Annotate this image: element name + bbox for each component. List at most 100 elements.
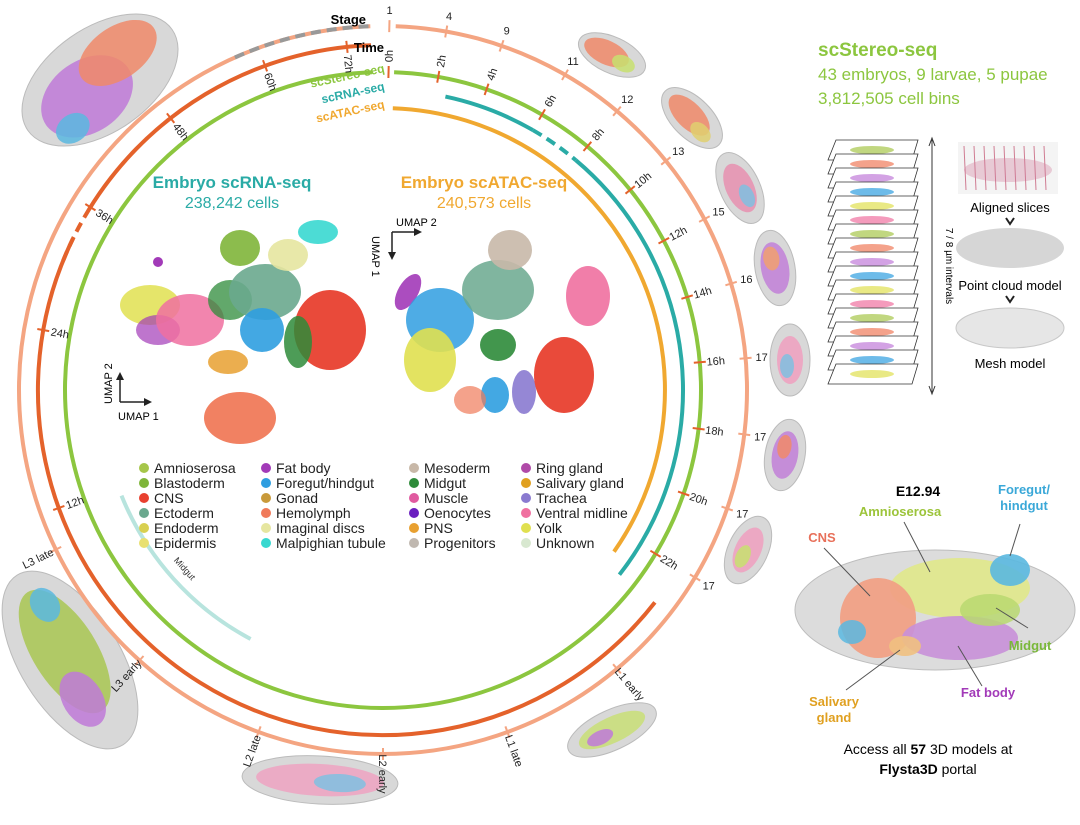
legend-swatch (521, 523, 531, 533)
legend-swatch (409, 463, 419, 473)
scatac-clusters (389, 230, 610, 414)
time-label: 60h (261, 71, 279, 92)
slice-tissue (850, 272, 894, 280)
legend-label: CNS (154, 490, 184, 506)
legend-swatch (409, 508, 419, 518)
scstereo-ring (65, 72, 701, 708)
scrna-umap1-label: UMAP 1 (118, 411, 159, 423)
aligned-slices-image (958, 142, 1058, 194)
time-tick (693, 428, 705, 430)
stage-label: 16 (740, 274, 752, 286)
legend-label: Salivary gland (536, 475, 624, 491)
legend-label: Midgut (424, 475, 466, 491)
slice-stack (828, 140, 918, 384)
slice-tissue (850, 216, 894, 224)
stage-label: L2 early (376, 754, 388, 794)
legend-label: Mesoderm (424, 460, 490, 476)
model-label-gland: gland (817, 710, 852, 725)
stage-label: 12 (621, 94, 633, 106)
thumbnail-embryo-stage-12 (651, 77, 733, 159)
point-cloud-shape (956, 228, 1064, 268)
time-label: 12h (667, 224, 689, 243)
slice-interval-label: 7 / 8 µm intervals (943, 228, 954, 304)
stage-label: 17 (754, 431, 766, 443)
legend-swatch (409, 478, 419, 488)
thumbnail-larva-l2 (241, 752, 399, 808)
legend-label: Gonad (276, 490, 318, 506)
slice-tissue (850, 146, 894, 154)
legend-swatch (521, 478, 531, 488)
slice (828, 364, 918, 384)
scstereo-title: scStereo-seq (818, 40, 937, 61)
time-label: 8h (590, 126, 607, 143)
model-label-midgut: Midgut (1009, 638, 1052, 653)
legend-swatch (409, 523, 419, 533)
scrna-panel-title: Embryo scRNA-seq (153, 173, 312, 192)
mesh-model-shape (956, 308, 1064, 348)
legend-label: Oenocytes (424, 505, 491, 521)
stage-label: 9 (504, 26, 510, 38)
slice-tissue (850, 300, 894, 308)
slice-tissue (850, 370, 894, 378)
interval-arrow: 7 / 8 µm intervals (929, 138, 954, 394)
legend-label: Muscle (424, 490, 469, 506)
legend-swatch (261, 463, 271, 473)
scatac-panel-title: Embryo scATAC-seq (401, 173, 568, 192)
stage-label: 17 (736, 509, 748, 521)
thumbnail-embryo-stage-16 (770, 324, 810, 396)
stage-label: 17 (755, 352, 767, 364)
slice-tissue (850, 244, 894, 252)
legend-swatch (139, 523, 149, 533)
umap-scrna: Embryo scRNA-seq 238,242 cells UMAP 2 UM… (103, 173, 366, 444)
cell-type-legend: AmnioserosaBlastodermCNSEctodermEndoderm… (139, 460, 628, 551)
model-label-hindgut: hindgut (1000, 498, 1048, 513)
thumbnail-larva-72h (0, 0, 202, 173)
time-label: 14h (692, 285, 713, 302)
legend-label: Amnioserosa (154, 460, 236, 476)
legend-label: Blastoderm (154, 475, 225, 491)
stage-axis-label: Stage (331, 12, 366, 27)
stage-tick (738, 434, 750, 436)
stage-label: L1 late (502, 734, 525, 769)
time-label: 18h (705, 425, 725, 439)
time-tick (346, 41, 347, 53)
scatac-umap-axes: UMAP 2 UMAP 1 (369, 217, 437, 277)
aligned-slices-label: Aligned slices (970, 200, 1050, 215)
stage-label: 4 (446, 11, 452, 23)
stage-tick (740, 358, 752, 359)
model-label-cns: CNS (808, 530, 836, 545)
scstereo-cell-bins: 3,812,505 cell bins (818, 89, 960, 108)
slice-tissue (850, 342, 894, 350)
scstereo-sample-counts: 43 embryos, 9 larvae, 5 pupae (818, 65, 1048, 84)
slice-tissue (850, 188, 894, 196)
legend-swatch (139, 463, 149, 473)
mesh-model-label: Mesh model (975, 356, 1046, 371)
legend-swatch (139, 538, 149, 548)
legend-label: PNS (424, 520, 453, 536)
slice-tissue (850, 328, 894, 336)
time-label: 12h (64, 494, 85, 512)
time-tick (437, 71, 439, 83)
model-access-text: Access all 57 3D models at (844, 741, 1013, 757)
time-label: 10h (632, 170, 654, 191)
legend-swatch (261, 523, 271, 533)
model-label-fat-body: Fat body (961, 685, 1016, 700)
legend-swatch (139, 478, 149, 488)
stage-ring (19, 26, 747, 754)
stage-label: 15 (712, 207, 724, 219)
stage-label: L3 late (21, 547, 56, 572)
model-title: E12.94 (896, 483, 941, 499)
umap-scatac: Embryo scATAC-seq 240,573 cells UMAP 2 U… (369, 173, 610, 414)
slice-tissue (850, 286, 894, 294)
stage-label: 11 (567, 56, 578, 68)
slice-tissue (850, 356, 894, 364)
stage-label: 1 (387, 5, 393, 17)
legend-swatch (261, 508, 271, 518)
model-label-foregut: Foregut/ (998, 482, 1050, 497)
time-label: 16h (706, 355, 725, 369)
legend-label: Yolk (536, 520, 563, 536)
legend-swatch (521, 508, 531, 518)
slice-tissue (850, 174, 894, 182)
scrna-umap2-label: UMAP 2 (103, 363, 115, 404)
